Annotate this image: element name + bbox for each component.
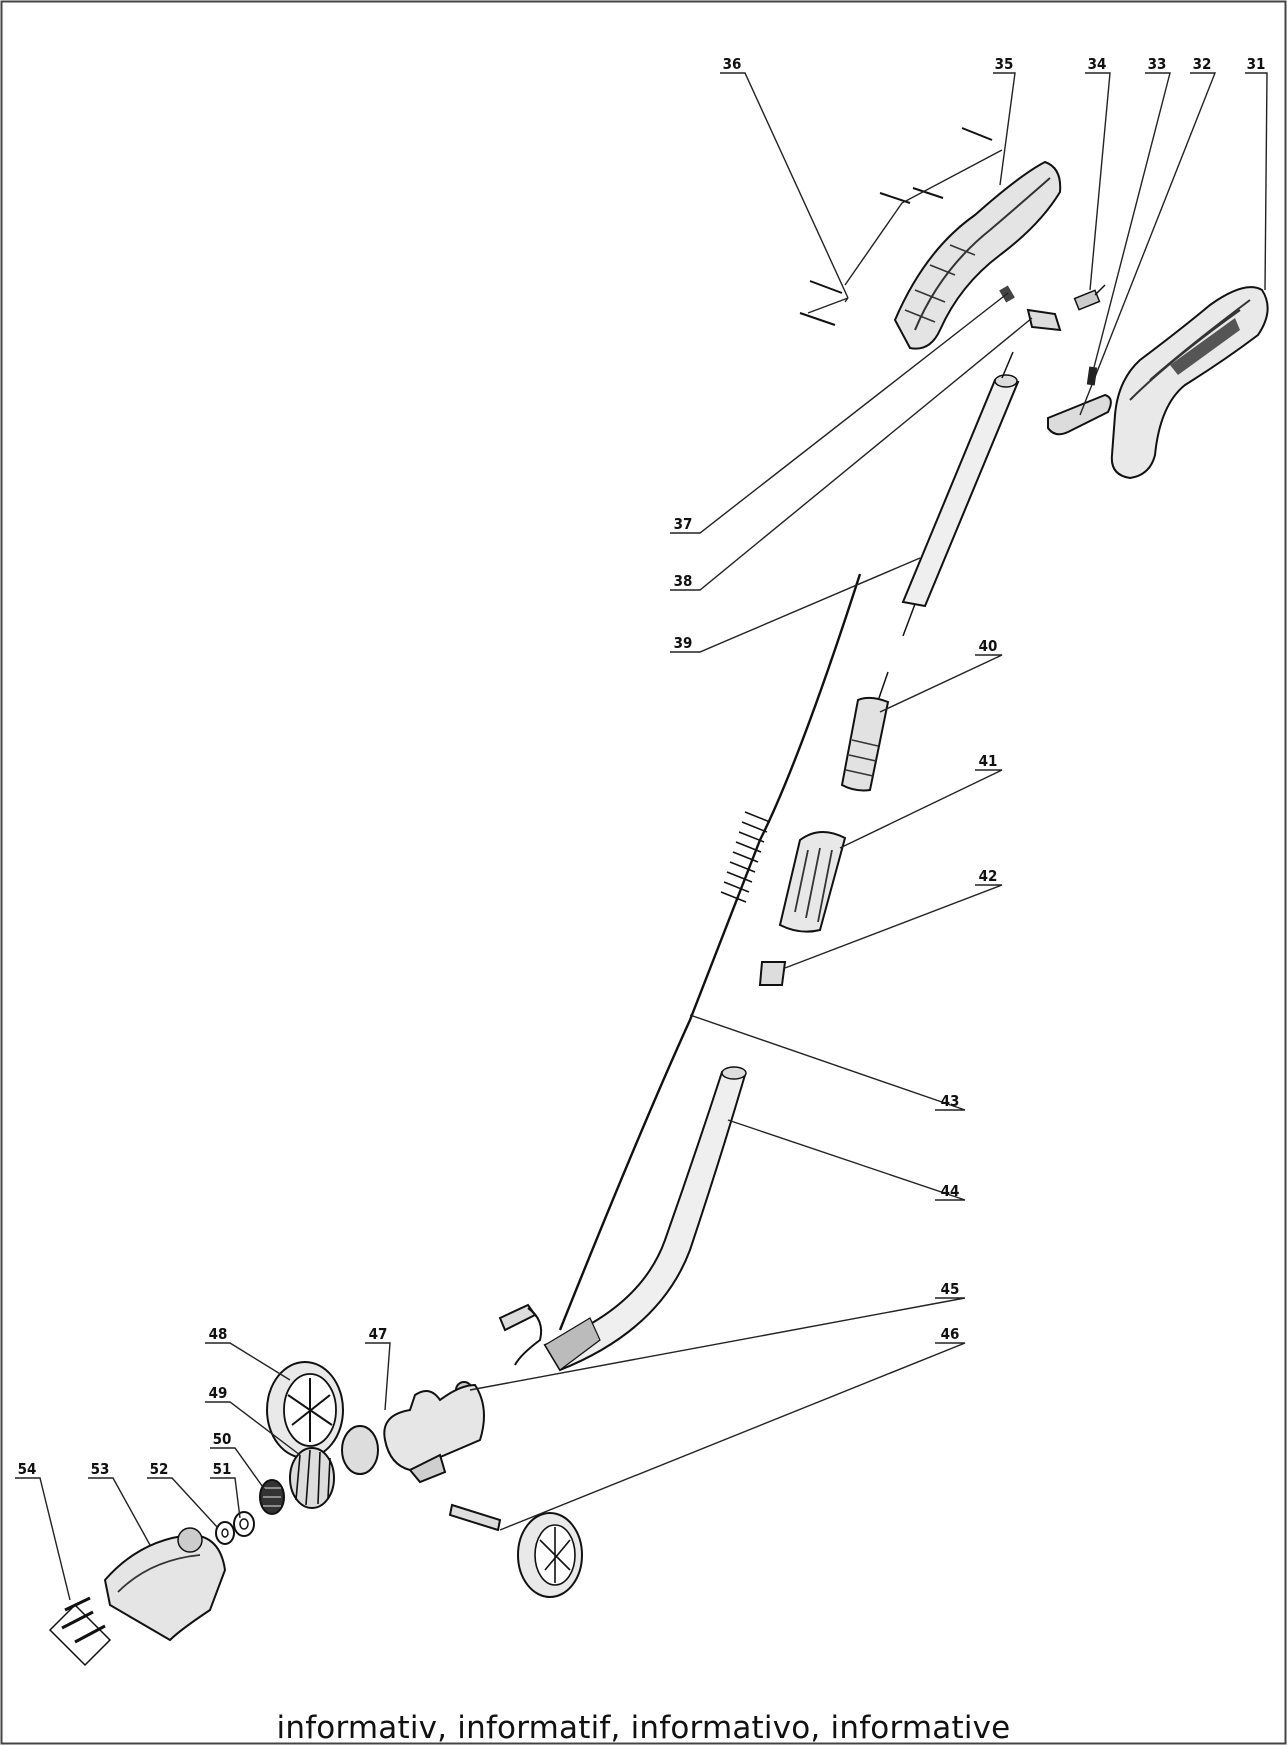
small-cap (758, 961, 787, 986)
callout-label-51: 51 (213, 1460, 232, 1478)
callout-label-52: 52 (150, 1460, 169, 1478)
callout-label-49: 49 (209, 1384, 228, 1402)
washer-52 (215, 1521, 235, 1545)
callout-label-42: 42 (979, 867, 998, 885)
screws-54 (48, 1596, 112, 1667)
lower-tube (543, 1066, 747, 1372)
callout-label-54: 54 (18, 1460, 37, 1478)
guard-53 (103, 1527, 227, 1642)
motor-housing (341, 1383, 485, 1484)
callout-label-36: 36 (723, 55, 742, 73)
handle-housing-left (893, 160, 1062, 350)
callout-label-45: 45 (941, 1280, 960, 1298)
spring-50 (259, 1479, 285, 1515)
callout-label-41: 41 (979, 752, 998, 770)
callout-label-48: 48 (209, 1325, 228, 1343)
switch-part (1073, 284, 1106, 311)
callout-label-38: 38 (674, 572, 693, 590)
wheel-46-axle (448, 1503, 502, 1532)
washer-51 (233, 1511, 255, 1537)
locking-nut (778, 831, 847, 933)
wheel-46 (517, 1512, 583, 1598)
callout-label-33: 33 (1148, 55, 1167, 73)
wheel-48 (266, 1361, 344, 1459)
callout-label-53: 53 (91, 1460, 110, 1478)
callout-label-47: 47 (369, 1325, 388, 1343)
callout-label-44: 44 (941, 1182, 960, 1200)
callout-label-43: 43 (941, 1092, 960, 1110)
callout-label-31: 31 (1247, 55, 1266, 73)
upper-tube (901, 351, 1020, 637)
callout-label-32: 32 (1193, 55, 1212, 73)
callout-label-39: 39 (674, 634, 693, 652)
leader-lines (15, 72, 1268, 1601)
tube-connector (840, 671, 890, 792)
handle-housing-right (1110, 286, 1269, 480)
callout-label-46: 46 (941, 1325, 960, 1343)
callout-label-37: 37 (674, 515, 693, 533)
power-cord (498, 573, 862, 1366)
callout-label-35: 35 (995, 55, 1014, 73)
caption: informativ, informatif, informativo, inf… (276, 1710, 1011, 1746)
callout-label-50: 50 (213, 1430, 232, 1448)
callout-labels: 31 32 33 34 35 36 37 38 39 40 41 42 43 4… (18, 55, 1266, 1478)
gear-49 (289, 1447, 335, 1509)
callout-label-40: 40 (979, 637, 998, 655)
callout-label-34: 34 (1088, 55, 1107, 73)
